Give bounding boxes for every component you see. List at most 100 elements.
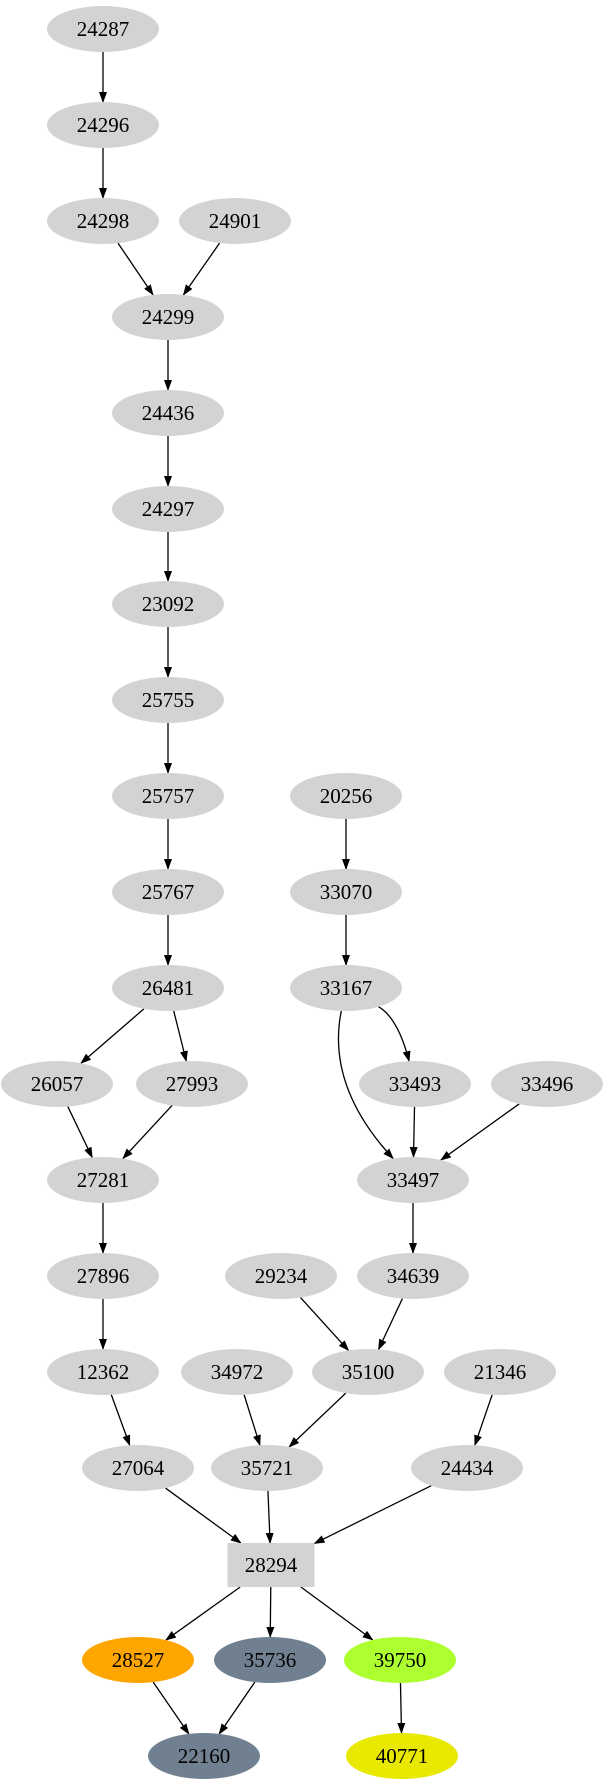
graph-node-label: 24297 [142, 497, 195, 521]
graph-node-label: 25757 [142, 784, 195, 808]
graph-node-label: 24298 [77, 209, 130, 233]
graph-node-ellipse [112, 965, 224, 1011]
graph-node-ellipse [357, 1157, 469, 1203]
graph-node-ellipse [346, 1733, 458, 1779]
graph-node-ellipse [1, 1061, 113, 1107]
graph-node-ellipse [312, 1349, 424, 1395]
edge-33167-33493 [378, 1006, 411, 1063]
graph-node-ellipse [112, 486, 224, 532]
graph-node-12362: 12362 [47, 1349, 159, 1395]
graph-node-ellipse [290, 869, 402, 915]
graph-node-label: 35736 [244, 1648, 297, 1672]
graph-node-ellipse [112, 677, 224, 723]
graph-node-label: 12362 [77, 1360, 130, 1384]
graph-node-label: 33496 [521, 1072, 574, 1096]
graph-node-label: 24436 [142, 401, 195, 425]
edge-24434-28294 [313, 1485, 432, 1545]
graph-node-39750: 39750 [344, 1637, 456, 1683]
graph-node-ellipse [136, 1061, 248, 1107]
graph-node-ellipse [47, 102, 159, 148]
graph-node-24434: 24434 [411, 1445, 523, 1491]
graph-node-label: 22160 [178, 1744, 231, 1768]
graph-node-33497: 33497 [357, 1157, 469, 1203]
graph-node-box [227, 1543, 315, 1587]
edge-35736-22160 [218, 1681, 256, 1735]
graph-node-ellipse [344, 1637, 456, 1683]
graph-node-24296: 24296 [47, 102, 159, 148]
graph-node-ellipse [82, 1637, 194, 1683]
graph-node-ellipse [47, 1157, 159, 1203]
graph-node-25755: 25755 [112, 677, 224, 723]
edge-26481-27993 [173, 1010, 188, 1063]
graph-node-label: 26481 [142, 976, 195, 1000]
graph-node-label: 28527 [112, 1648, 165, 1672]
edge-24298-24299 [117, 242, 154, 296]
graph-node-ellipse [491, 1061, 603, 1107]
graph-node-26481: 26481 [112, 965, 224, 1011]
graph-node-40771: 40771 [346, 1733, 458, 1779]
edge-layer [67, 52, 520, 1735]
graph-node-label: 29234 [255, 1264, 308, 1288]
graph-node-35736: 35736 [214, 1637, 326, 1683]
graph-node-35721: 35721 [211, 1445, 323, 1491]
graph-node-ellipse [290, 965, 402, 1011]
graph-node-label: 39750 [374, 1648, 427, 1672]
edge-33496-33497 [440, 1103, 520, 1161]
graph-node-33493: 33493 [359, 1061, 471, 1107]
graph-node-label: 21346 [474, 1360, 527, 1384]
graph-node-27993: 27993 [136, 1061, 248, 1107]
edge-26481-26057 [80, 1008, 145, 1064]
graph-node-ellipse [112, 773, 224, 819]
graph-node-label: 34972 [211, 1360, 264, 1384]
graph-node-label: 24296 [77, 113, 130, 137]
graph-node-label: 27993 [166, 1072, 219, 1096]
graph-node-ellipse [112, 390, 224, 436]
graph-node-29234: 29234 [225, 1253, 337, 1299]
graph-node-label: 25767 [142, 880, 195, 904]
edge-21346-24434 [474, 1394, 493, 1447]
graph-node-ellipse [357, 1253, 469, 1299]
graph-node-ellipse [112, 294, 224, 340]
graph-node-ellipse [47, 1349, 159, 1395]
graph-node-label: 25755 [142, 688, 195, 712]
graph-node-27064: 27064 [82, 1445, 194, 1491]
graph-node-label: 27281 [77, 1168, 130, 1192]
graph-node-ellipse [444, 1349, 556, 1395]
graph-node-label: 33497 [387, 1168, 440, 1192]
graph-node-label: 34639 [387, 1264, 440, 1288]
graph-node-21346: 21346 [444, 1349, 556, 1395]
graph-node-label: 24434 [441, 1456, 494, 1480]
graph-node-label: 24299 [142, 305, 195, 329]
graph-node-35100: 35100 [312, 1349, 424, 1395]
graph-node-25757: 25757 [112, 773, 224, 819]
graph-node-24297: 24297 [112, 486, 224, 532]
graph-node-label: 26057 [31, 1072, 84, 1096]
graph-node-ellipse [148, 1733, 260, 1779]
graph-node-label: 23092 [142, 592, 195, 616]
graph-node-ellipse [112, 581, 224, 627]
graph-node-label: 28294 [245, 1553, 298, 1577]
edge-39750-40771 [397, 1682, 406, 1734]
edge-29234-35100 [300, 1297, 350, 1352]
graph-node-34972: 34972 [181, 1349, 293, 1395]
graph-node-24901: 24901 [179, 198, 291, 244]
graph-node-33070: 33070 [290, 869, 402, 915]
graph-node-ellipse [179, 198, 291, 244]
graph-node-ellipse [181, 1349, 293, 1395]
edge-33493-33497 [409, 1106, 418, 1158]
graph-node-24436: 24436 [112, 390, 224, 436]
graph-node-23092: 23092 [112, 581, 224, 627]
graph-node-ellipse [112, 869, 224, 915]
graph-node-label: 20256 [320, 784, 373, 808]
graph-node-ellipse [225, 1253, 337, 1299]
graph-node-ellipse [82, 1445, 194, 1491]
edge-28294-28527 [165, 1586, 241, 1641]
edge-28294-35736 [266, 1586, 275, 1638]
graph-node-33167: 33167 [290, 965, 402, 1011]
graph-node-label: 40771 [376, 1744, 429, 1768]
graph-node-28294: 28294 [227, 1543, 315, 1587]
graph-node-25767: 25767 [112, 869, 224, 915]
graph-node-label: 24901 [209, 209, 262, 233]
graph-node-ellipse [290, 773, 402, 819]
